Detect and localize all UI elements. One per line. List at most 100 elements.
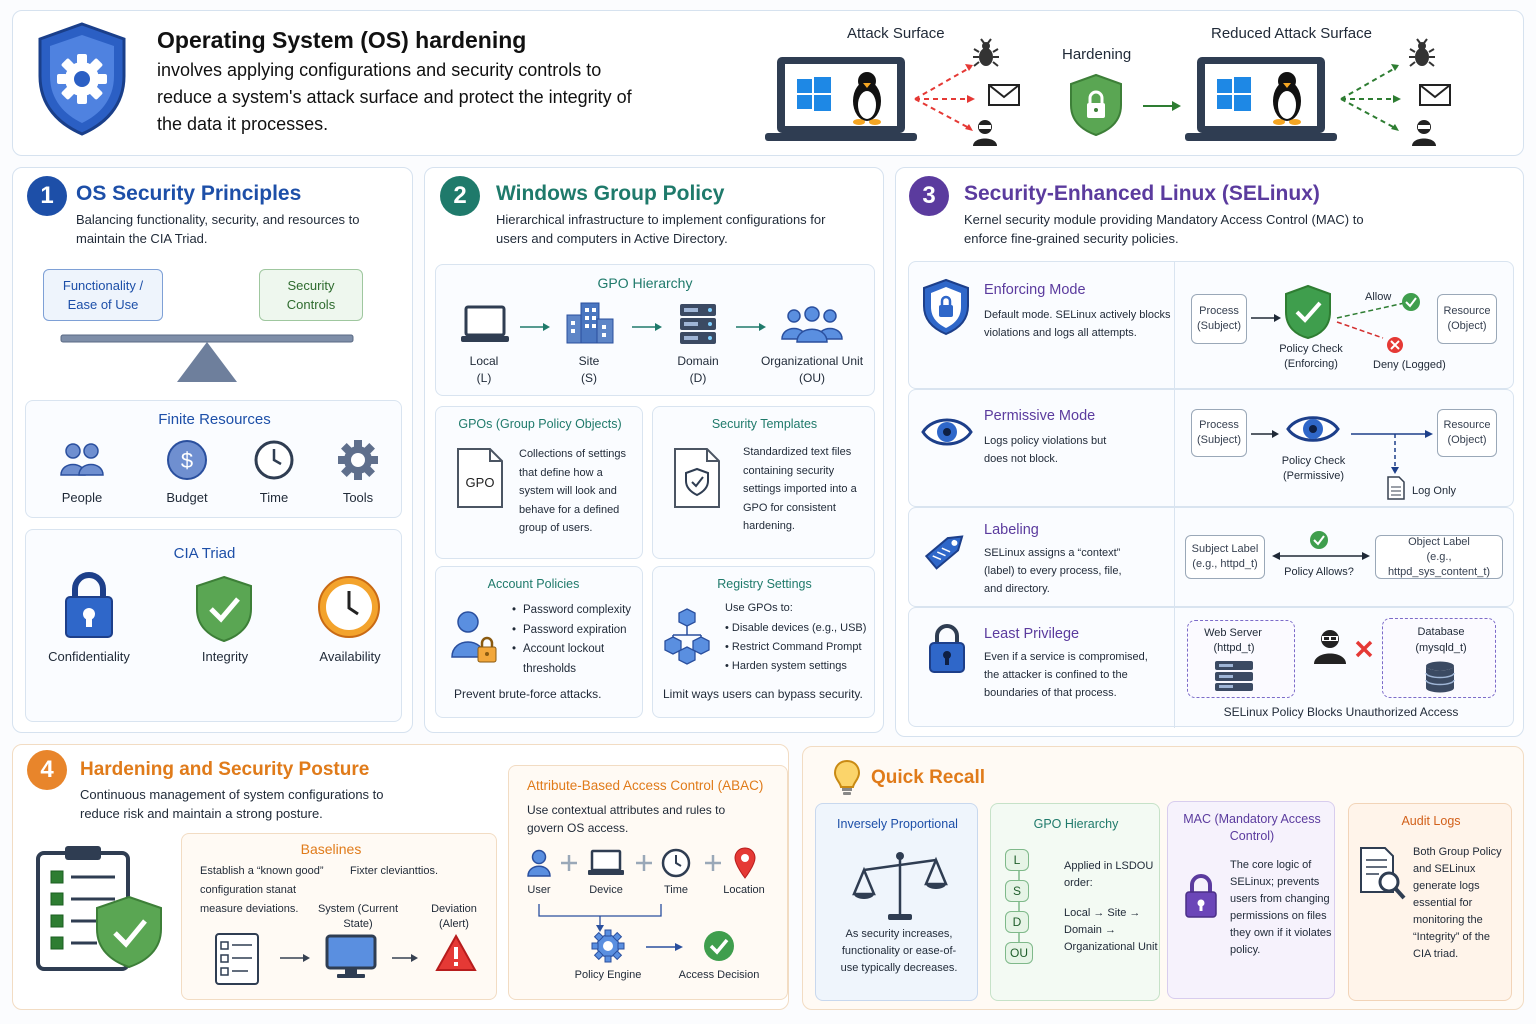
blocked-arrows [1340,64,1401,131]
recall-gpo-text-1: Applied in LSDOU order: [1064,860,1154,889]
gpo-icon-label: GPO [465,475,495,490]
section-title: OS Security Principles [76,182,302,205]
templates-card-title: Security Templates [711,417,818,431]
alert-warning-icon [435,933,477,971]
plus-icon [636,855,652,871]
location-pin-icon [734,847,756,879]
page-title: Operating System (OS) hardening [157,27,527,53]
registry-cubes-icon [664,608,710,665]
allow-check-icon [1402,293,1420,311]
recall-card-title: GPO Hierarchy [1033,817,1119,831]
section-quick-recall: Quick Recall Inversely Proportional As s… [802,746,1524,1010]
people-icon [60,443,104,476]
recall-card-mac: MAC (Mandatory Access Control) The core … [1167,801,1335,999]
justice-scale-icon [852,852,948,920]
hier-ou-code: (OU) [799,371,825,385]
svg-text:$: $ [181,448,193,473]
hier-site-code: (S) [581,371,597,385]
tag-icon [924,535,964,570]
user-lock-icon [451,611,497,663]
gpo-document-icon [457,448,503,508]
recall-card-gpo: GPO Hierarchy L S D OU Applied in LSDOU … [990,803,1160,1001]
database-icon [1425,661,1455,693]
recall-card-title: Inversely Proportional [837,817,958,831]
section-title: Hardening and Security Posture [80,759,370,780]
hardening-arrow [1143,101,1181,111]
gpo-hierarchy-panel: GPO Hierarchy Local (L) Site (S) Domain … [435,264,875,396]
labeling-row: Labeling SELinux assigns a “context” (la… [908,507,1514,608]
hier-local-code: (L) [476,371,492,385]
gpo-hierarchy-title: GPO Hierarchy [597,275,693,291]
plus-icon [561,855,577,871]
system-label: System (Current State) [317,903,399,930]
padlock-icon [929,624,965,673]
recall-card-text: As security increases, functionality or … [840,928,958,974]
account-policies-footer: Prevent brute-force attacks. [454,687,602,701]
eye-icon [921,418,973,446]
device-laptop-icon [588,849,624,875]
quick-recall-title: Quick Recall [871,767,986,788]
deny-x-icon [1387,337,1403,353]
list-item: •Password complexity [512,604,632,616]
list-item: • Harden system settings [725,660,847,672]
recall-card-title: Audit Logs [1401,814,1461,828]
availability-clock-icon [318,576,380,638]
decision-arrow [646,943,683,951]
recall-card-text: The core logic of SELinux; prevents user… [1230,859,1332,956]
finite-resources-panel: Finite Resources $ People Budget Time To… [25,400,402,518]
registry-footer: Limit ways users can bypass security. [663,687,863,701]
account-policies-title: Account Policies [487,577,580,591]
lock-icon [65,572,113,638]
page-description: involves applying configurations and sec… [157,60,632,134]
access-decision-check-icon [704,931,734,961]
least-privilege-text: Even if a service is compromised, the at… [984,651,1148,699]
registry-settings-title: Registry Settings [717,577,812,591]
header-panel: Operating System (OS) hardening involves… [12,10,1524,156]
template-shield-document-icon [674,448,720,508]
baselines-line-3: measure deviations. [200,903,299,915]
hier-domain: Domain [677,354,719,368]
gear-icon [338,440,378,480]
lightbulb-icon [833,759,861,795]
laptop-icon [765,57,917,141]
attr-label-user: User [527,884,551,896]
security-templates-card: Security Templates Standardized text fil… [652,406,875,559]
list-item: • Restrict Command Prompt [725,641,862,653]
least-privilege-title: Least Privilege [984,626,1080,642]
lsdou-letter-s: S [1005,880,1029,902]
enforcing-text: Default mode. SELinux actively blocks vi… [984,309,1171,339]
finite-resources-title: Finite Resources [158,411,271,428]
attack-surface-label: Attack Surface [847,25,945,42]
policy-engine-label: Policy Engine [574,969,642,981]
recall-card-inversely: Inversely Proportional As security incre… [815,803,978,1001]
baselines-title: Baselines [300,841,362,857]
resource-object-box: Resource (Object) [1437,409,1497,457]
user-icon [527,849,551,877]
clock-icon [254,440,294,480]
shield-gear-icon [38,22,126,136]
shield-lock-icon [923,278,969,336]
security-controls-box: Security Controls [259,269,363,321]
attr-label-device: Device [589,884,623,896]
cia-label-confidentiality: Confidentiality [48,649,130,664]
bidirectional-arrow [1272,552,1370,560]
site-building-icon [566,302,614,344]
recall-gpo-text-2: Local → Site → Domain → Organizational U… [1064,907,1158,953]
baselines-line-1: Establish a “known good” [200,865,324,877]
section-title: Windows Group Policy [496,182,725,205]
registry-settings-list: • Disable devices (e.g., USB) • Restrict… [725,619,866,676]
permissive-check-label: Policy Check (Permissive) [1281,455,1346,482]
server-icon [1215,661,1253,691]
policy-engine-gear-icon [591,929,625,963]
baselines-line-2: configuration stanat [200,884,297,896]
log-document-icon [1387,476,1405,500]
enforcing-arrows [1251,301,1410,339]
functionality-box: Functionality / Ease of Use [43,269,163,321]
gpo-card-title: GPOs (Group Policy Objects) [458,417,622,431]
check-shield-icon [1285,284,1331,340]
purple-lock-icon [1185,874,1217,918]
lsdou-connector [1018,871,1020,942]
registry-intro: Use GPOs to: [725,602,793,614]
budget-icon: $ [167,440,207,480]
bracket-connector [538,904,662,932]
